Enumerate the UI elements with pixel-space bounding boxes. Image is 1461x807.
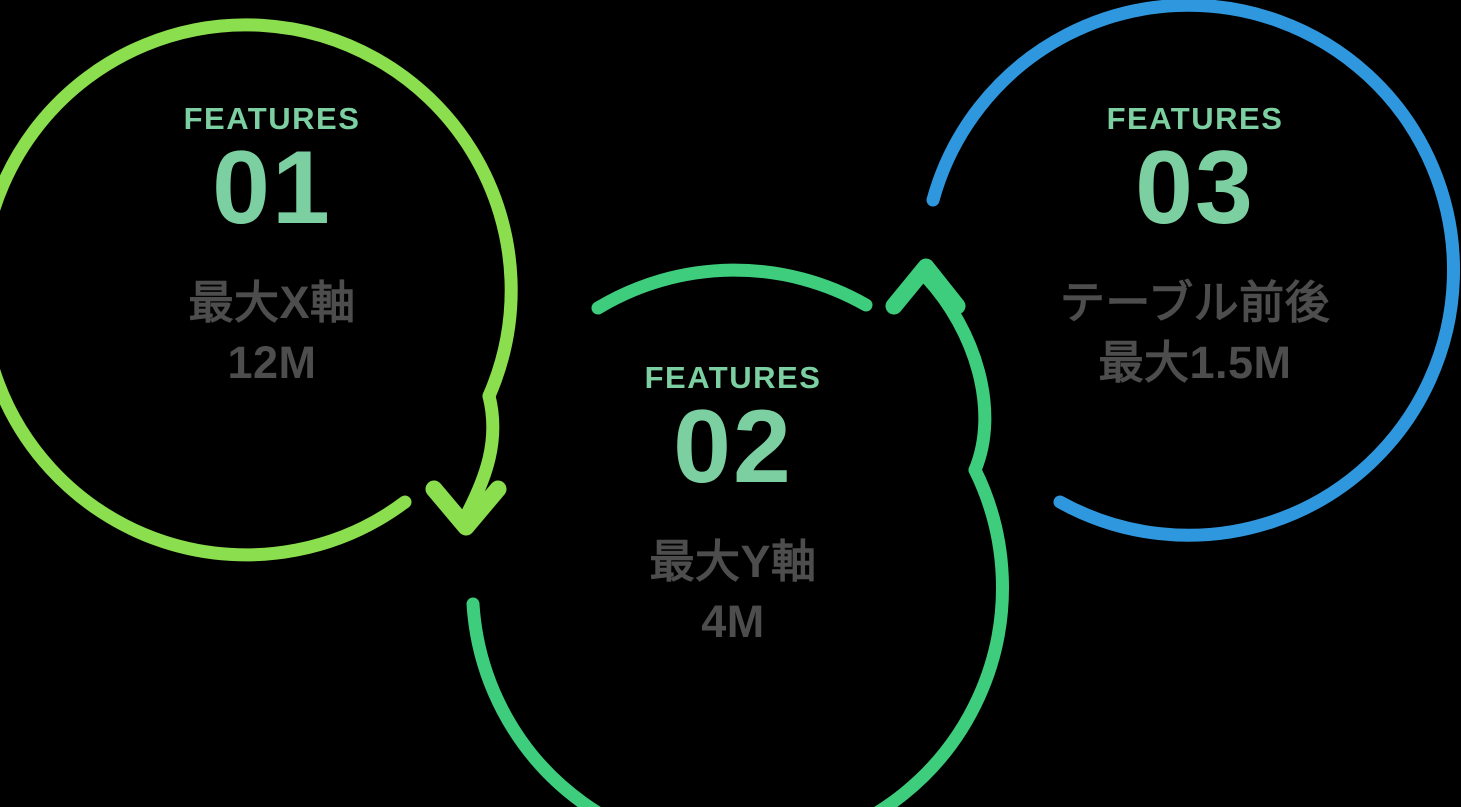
feature-description-02-line2: 4M — [701, 596, 765, 648]
feature-label-01: FEATURES — [183, 101, 361, 136]
feature-card-02: FEATURES 02 最大Y軸 4M — [533, 362, 933, 652]
feature-description-01: 最大X軸 12M — [72, 273, 472, 393]
ring-03-arc — [926, 0, 1460, 542]
ring-03-group — [926, 0, 1460, 542]
feature-description-03-line1: テーブル前後 — [1059, 277, 1331, 329]
feature-card-01: FEATURES 01 最大X軸 12M — [72, 103, 472, 393]
ring-01-arc — [0, 18, 518, 562]
feature-card-03: FEATURES 03 テーブル前後 最大1.5M — [995, 103, 1395, 393]
ring-02-arc-top — [591, 263, 873, 315]
spacer-02 — [533, 502, 933, 532]
feature-description-01-line1: 最大X軸 — [188, 277, 356, 329]
ring-01-group — [0, 18, 518, 562]
feature-description-03-line2: 最大1.5M — [1098, 337, 1292, 389]
feature-description-02-line1: 最大Y軸 — [649, 536, 817, 588]
feature-description-01-line2: 12M — [227, 337, 317, 389]
feature-description-02: 最大Y軸 4M — [533, 532, 933, 652]
feature-number-02: 02 — [673, 389, 793, 505]
feature-number-01: 01 — [212, 130, 332, 246]
feature-label-02: FEATURES — [644, 360, 822, 395]
spacer-03 — [995, 243, 1395, 273]
ring-01-arrow-tail — [459, 389, 500, 523]
feature-label-03: FEATURES — [1106, 101, 1284, 136]
spacer-01 — [72, 243, 472, 273]
ring-02-group — [466, 258, 1009, 807]
ring-02-arrow-head-icon — [885, 258, 966, 315]
feature-description-03: テーブル前後 最大1.5M — [995, 273, 1395, 393]
feature-number-03: 03 — [1135, 130, 1255, 246]
ring-01-arrow-head-icon — [425, 480, 507, 536]
ring-02-arc-main — [466, 463, 1009, 807]
